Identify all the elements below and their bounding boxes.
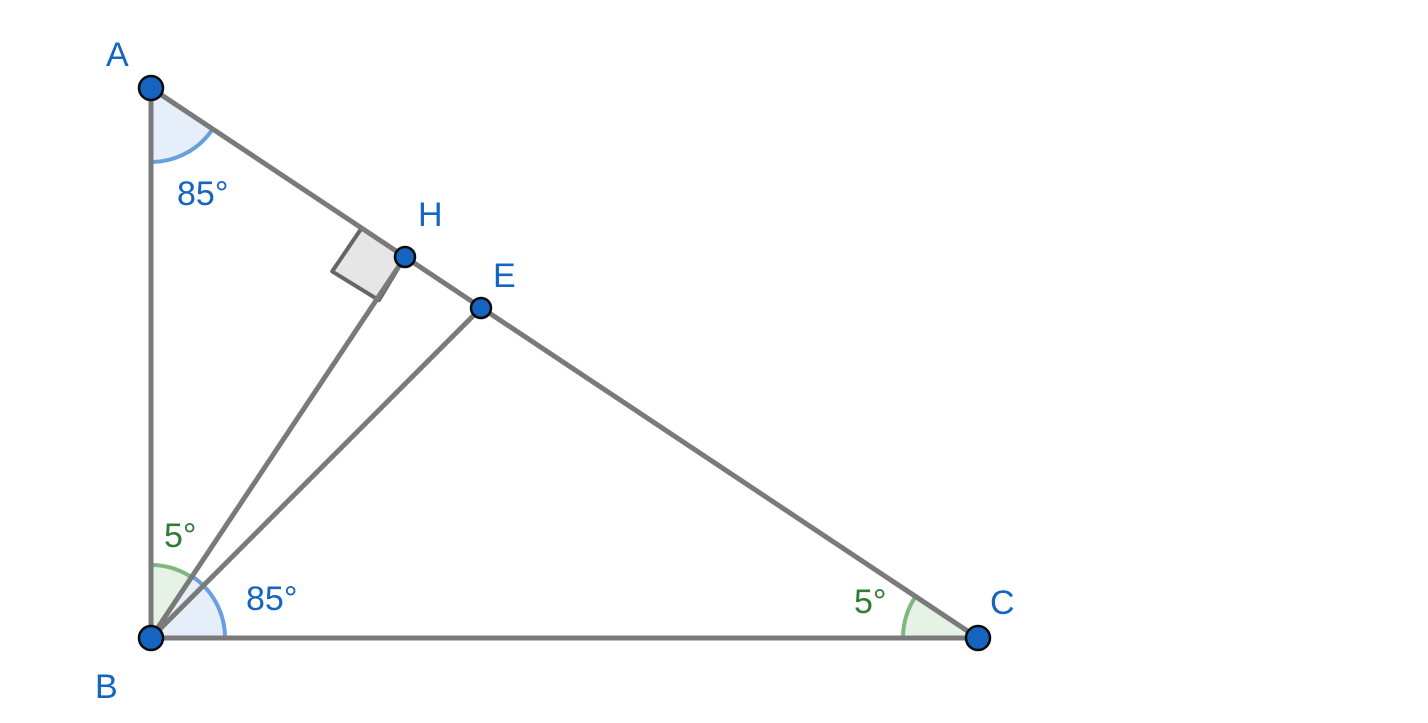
label-point-E: E (493, 257, 516, 295)
angle-arc-C (901, 595, 918, 639)
point-B[interactable] (137, 624, 165, 652)
angle-arc-HBC (189, 573, 228, 639)
label-angle-ABH: 5° (164, 517, 197, 555)
point-H[interactable] (393, 245, 417, 269)
label-point-H: H (418, 196, 443, 234)
segment-AC (148, 85, 981, 641)
segment-BH (148, 254, 408, 641)
point-A[interactable] (137, 74, 165, 102)
right-angle-marker-H (330, 226, 407, 303)
label-point-B: B (95, 668, 118, 706)
point-E[interactable] (469, 296, 493, 320)
segment-BE (148, 305, 484, 641)
angle-arc-A (150, 128, 215, 164)
label-angle-HBC: 85° (246, 580, 297, 618)
label-angle-C: 5° (854, 583, 887, 621)
point-C[interactable] (964, 624, 992, 652)
label-angle-A: 85° (177, 175, 228, 213)
label-point-A: A (106, 36, 129, 74)
label-point-C: C (990, 584, 1015, 622)
